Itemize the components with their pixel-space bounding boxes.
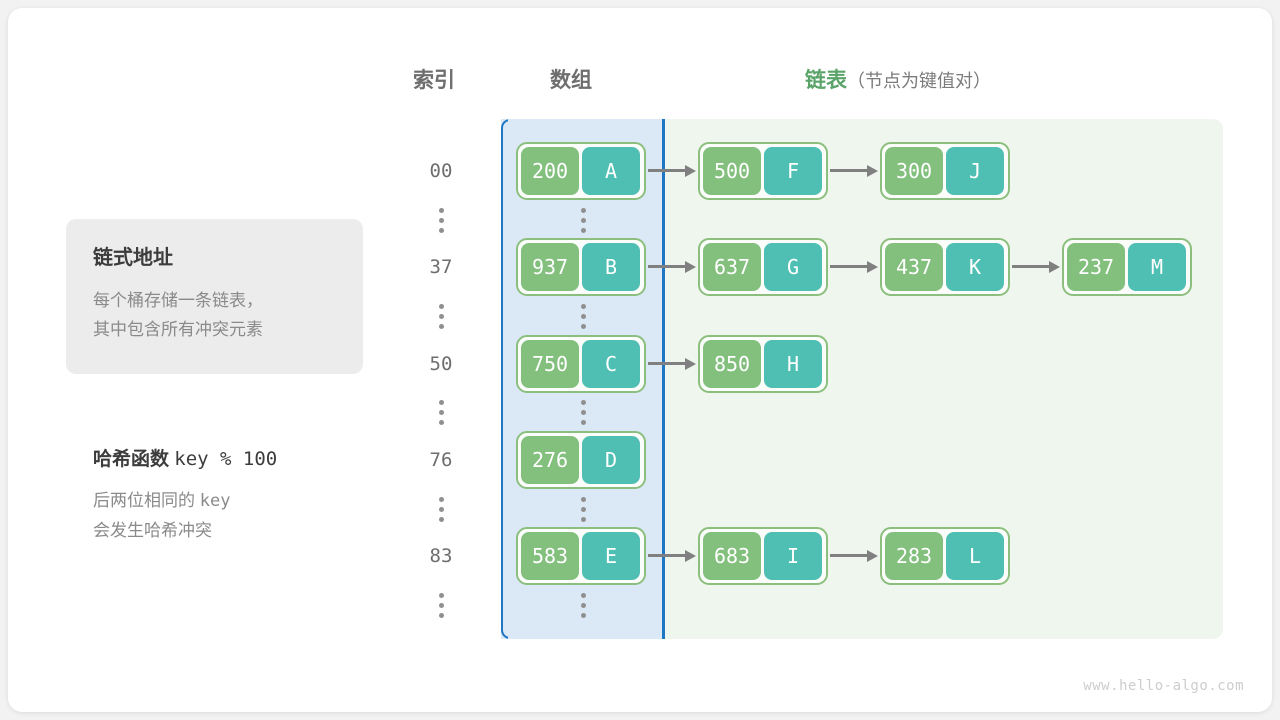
node-value: I: [764, 532, 822, 580]
node-key: 637: [703, 243, 761, 291]
bucket-index-label: 00: [429, 160, 453, 182]
linked-list-arrow: [830, 261, 878, 273]
array-ellipsis: [573, 593, 593, 618]
node-key: 683: [703, 532, 761, 580]
linked-list-arrow: [830, 165, 878, 177]
arrow-shaft: [648, 265, 686, 268]
index-ellipsis: [431, 593, 451, 618]
column-header-index: 索引: [413, 69, 455, 92]
info-card: [66, 219, 363, 374]
arrow-head: [685, 550, 696, 562]
node-key: 237: [1067, 243, 1125, 291]
info-card-body-line2: 其中包含所有冲突元素: [93, 320, 263, 339]
hash-function-body-line2: 会发生哈希冲突: [93, 521, 212, 540]
node-value: H: [764, 340, 822, 388]
bucket-index-label: 37: [429, 256, 453, 278]
node-key: 437: [885, 243, 943, 291]
node-value: J: [946, 147, 1004, 195]
node-key: 583: [521, 532, 579, 580]
array-ellipsis: [573, 208, 593, 233]
linked-list-arrow: [648, 358, 696, 370]
info-card-body-line1: 每个桶存储一条链表，: [93, 291, 263, 310]
node-key: 283: [885, 532, 943, 580]
bucket-index-label: 50: [429, 353, 453, 375]
array-ellipsis: [573, 400, 593, 425]
linked-list-arrow: [1012, 261, 1060, 273]
node-value: G: [764, 243, 822, 291]
node-key: 750: [521, 340, 579, 388]
hash-function-body: 后两位相同的 key 会发生哈希冲突: [93, 486, 353, 545]
arrow-shaft: [830, 554, 868, 557]
arrow-head: [685, 165, 696, 177]
array-region-right-border: [662, 119, 665, 639]
hash-function-title-label: 哈希函数: [93, 449, 170, 470]
watermark: www.hello-algo.com: [1083, 678, 1244, 694]
arrow-shaft: [1012, 265, 1050, 268]
column-header-linkedlist-sub: （节点为键值对）: [847, 71, 991, 91]
array-ellipsis: [573, 304, 593, 329]
node-key: 937: [521, 243, 579, 291]
index-ellipsis: [431, 497, 451, 522]
index-ellipsis: [431, 208, 451, 233]
arrow-head: [867, 550, 878, 562]
linked-list-arrow: [830, 550, 878, 562]
arrow-head: [685, 358, 696, 370]
linked-list-arrow: [648, 550, 696, 562]
array-ellipsis: [573, 497, 593, 522]
node-key: 300: [885, 147, 943, 195]
hash-function-body-line1: 后两位相同的 key: [93, 486, 353, 516]
arrow-head: [1049, 261, 1060, 273]
node-value: M: [1128, 243, 1186, 291]
arrow-shaft: [830, 169, 868, 172]
arrow-shaft: [648, 554, 686, 557]
hash-function-body-line1-text: 后两位相同的: [93, 491, 195, 510]
node-value: F: [764, 147, 822, 195]
node-key: 500: [703, 147, 761, 195]
index-ellipsis: [431, 304, 451, 329]
hash-function-expression: key % 100: [174, 448, 278, 470]
column-header-linkedlist-main: 链表: [805, 69, 847, 92]
hash-function-title: 哈希函数 key % 100: [93, 444, 277, 471]
arrow-head: [867, 261, 878, 273]
bucket-index-label: 83: [429, 545, 453, 567]
node-value: D: [582, 436, 640, 484]
linked-list-arrow: [648, 261, 696, 273]
column-header-linkedlist: 链表（节点为键值对）: [805, 64, 991, 94]
info-card-body: 每个桶存储一条链表， 其中包含所有冲突元素: [93, 286, 343, 344]
arrow-head: [867, 165, 878, 177]
bucket-index-label: 76: [429, 449, 453, 471]
arrow-shaft: [830, 265, 868, 268]
index-ellipsis: [431, 400, 451, 425]
node-key: 850: [703, 340, 761, 388]
node-key: 276: [521, 436, 579, 484]
node-value: K: [946, 243, 1004, 291]
arrow-shaft: [648, 169, 686, 172]
info-card-title: 链式地址: [93, 247, 173, 269]
node-key: 200: [521, 147, 579, 195]
node-value: B: [582, 243, 640, 291]
linked-list-arrow: [648, 165, 696, 177]
arrow-head: [685, 261, 696, 273]
column-header-array: 数组: [550, 69, 592, 92]
hash-function-body-line1-code: key: [199, 491, 231, 511]
node-value: C: [582, 340, 640, 388]
arrow-shaft: [648, 362, 686, 365]
node-value: A: [582, 147, 640, 195]
node-value: L: [946, 532, 1004, 580]
node-value: E: [582, 532, 640, 580]
